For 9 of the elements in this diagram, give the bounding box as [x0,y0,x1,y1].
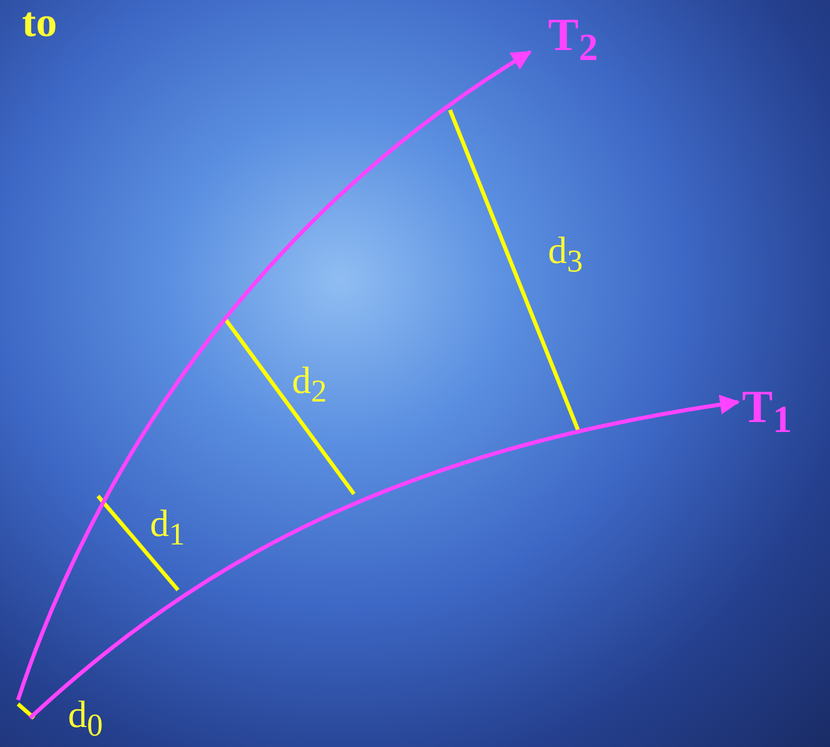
title-fragment: to [22,2,57,44]
trajectory-label: T$_{2}$ [548,12,598,68]
distance-label: d$_{1}$ [150,505,185,550]
distance-label: d$_{2}$ [292,362,327,408]
trajectory-label: T$_{1}$ [742,384,792,440]
curved-arrow [16,50,532,701]
distance-label: d$_{0}$ [68,696,103,742]
distance-label: d$_{3}$ [548,232,583,278]
curved-arrow [28,395,740,720]
